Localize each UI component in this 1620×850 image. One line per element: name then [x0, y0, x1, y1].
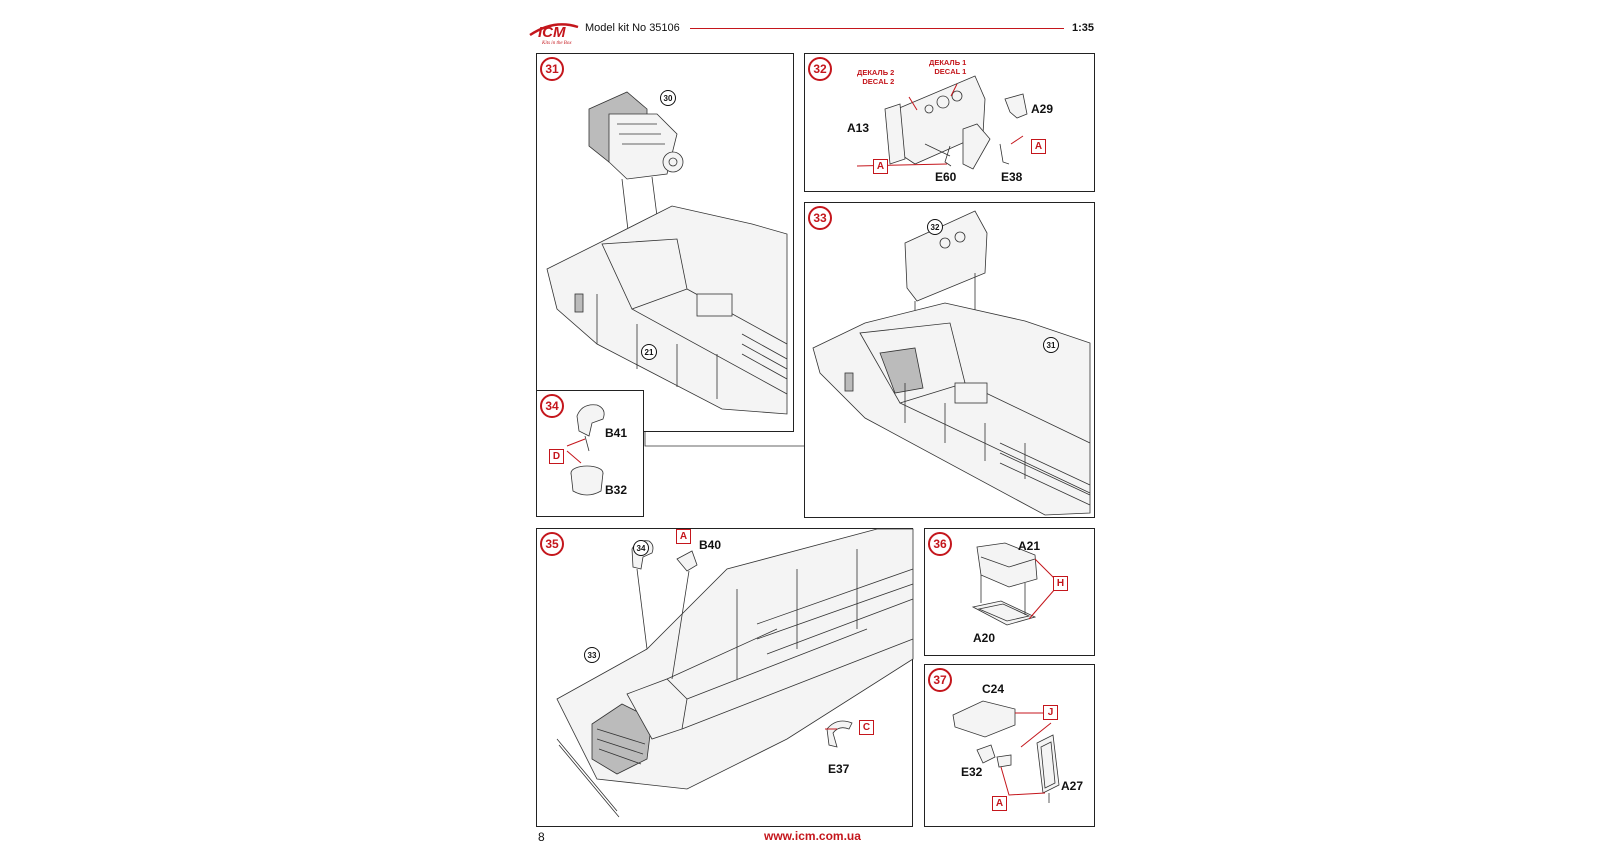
part-b32: B32 [605, 483, 628, 497]
step-33-panel: 33 32 31 [804, 202, 1095, 518]
paint-tag-c: C [859, 720, 874, 735]
part-e37: E37 [828, 762, 850, 776]
chassis-dashboard-illustration [812, 210, 1091, 516]
scale-label: 1:35 [1072, 22, 1095, 34]
chassis-exhaust-illustration [556, 528, 914, 818]
website-link[interactable]: www.icm.com.ua [764, 829, 861, 843]
model-kit-number: Model kit No 35106 [585, 22, 680, 34]
paint-tag-a: A [873, 159, 888, 174]
logo-swoosh-icon [529, 23, 579, 37]
step-37-panel: 37 C24 E32 A27 J A [924, 664, 1095, 827]
icm-logo: ICM Kits in the Box [528, 17, 580, 49]
paint-tag-j: J [1043, 705, 1058, 720]
step-number: 32 [808, 57, 832, 81]
chassis-engine-illustration [546, 91, 788, 415]
step-32-panel: 32 ДЕКАЛЬ 2 DECAL 2 ДЕКАЛЬ 1 DECAL 1 A13… [804, 53, 1095, 192]
exhaust-part-illustration [566, 404, 605, 496]
part-e32: E32 [961, 765, 983, 779]
part-b40: B40 [699, 538, 722, 552]
step-36-panel: 36 A21 A20 H [924, 528, 1095, 656]
seat-frame-illustration [952, 700, 1060, 803]
subassembly-ref-30: 30 [660, 90, 676, 106]
subassembly-ref-31: 31 [1043, 337, 1059, 353]
dashboard-illustration [856, 75, 1028, 170]
paint-tag-h: H [1053, 576, 1068, 591]
step-number: 36 [928, 532, 952, 556]
paint-tag-a: A [992, 796, 1007, 811]
step-34-panel: 34 B41 B32 D [536, 390, 644, 517]
part-a13: A13 [847, 121, 870, 135]
step-number: 35 [540, 532, 564, 556]
part-a27: A27 [1061, 779, 1084, 793]
part-e38: E38 [1001, 170, 1023, 184]
page-number: 8 [538, 830, 545, 844]
step-31-panel: 31 30 21 [536, 53, 794, 432]
subassembly-ref-21: 21 [641, 344, 657, 360]
logo-tagline: Kits in the Box [542, 41, 572, 46]
logo-wordmark: ICM [538, 24, 566, 41]
subassembly-ref-33: 33 [584, 647, 600, 663]
step-number: 34 [540, 394, 564, 418]
header-rule [690, 28, 1064, 29]
subassembly-ref-32: 32 [927, 219, 943, 235]
subassembly-ref-34: 34 [633, 540, 649, 556]
paint-tag-a: A [1031, 139, 1046, 154]
paint-tag-d: D [549, 449, 564, 464]
step-35-panel: 35 34 33 B40 E37 A C [536, 528, 914, 827]
part-a20: A20 [973, 631, 996, 645]
part-b41: B41 [605, 426, 628, 440]
step-number: 37 [928, 668, 952, 692]
step-number: 31 [540, 57, 564, 81]
part-c24: C24 [982, 682, 1005, 696]
part-e60: E60 [935, 170, 957, 184]
seat-cushion-illustration [971, 542, 1056, 626]
part-a21: A21 [1018, 539, 1041, 553]
paint-tag-a: A [676, 529, 691, 544]
decal-2-label: ДЕКАЛЬ 2 DECAL 2 [857, 68, 895, 86]
part-a29: A29 [1031, 102, 1054, 116]
step-number: 33 [808, 206, 832, 230]
decal-1-label: ДЕКАЛЬ 1 DECAL 1 [929, 58, 967, 76]
